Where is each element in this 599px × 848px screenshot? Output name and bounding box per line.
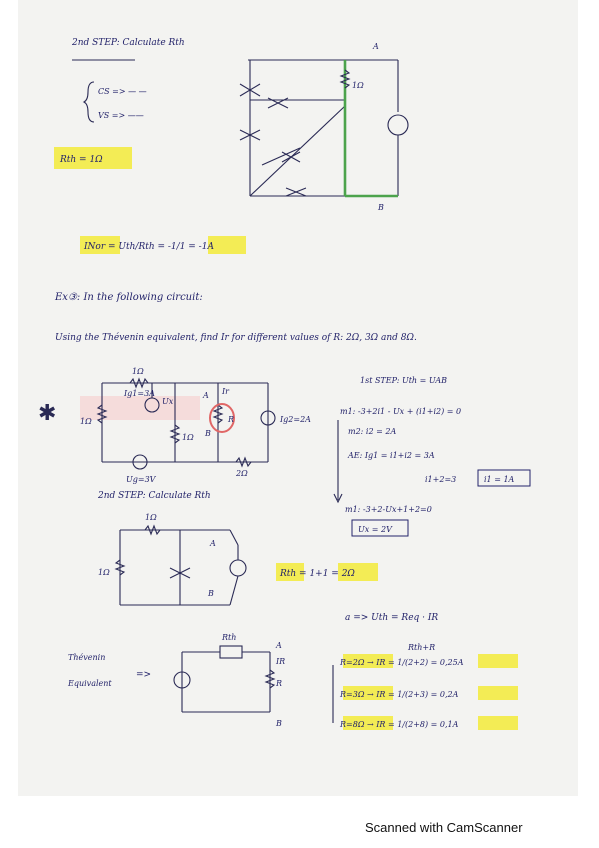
step2-title-top: 2nd STEP: Calculate Rth (71, 38, 185, 48)
source-symbol (387, 114, 409, 136)
equivalent-word: Equivalent (67, 679, 112, 688)
rth-label: Rth (221, 633, 236, 642)
vs-line: VS => —— (98, 111, 144, 120)
voltage-source (132, 454, 148, 470)
ae-eq: AE: Ig1 = i1+i2 = 3A (347, 451, 435, 460)
brace (82, 81, 95, 123)
circuit-ex3: 1Ω 1Ω Ig1=3A Ux 1Ω R Ir A B 2Ω Ig2=2A Ug… (80, 367, 311, 484)
r2-result: R=2Ω → IR = 1/(2+2) = 0,25A (339, 658, 464, 667)
vs-label: Ug=3V (126, 475, 157, 484)
inor-line: INor = Uth/Rth = -1/1 = -1A (83, 242, 214, 252)
resistor-top (129, 377, 149, 389)
resistor-left (114, 559, 126, 576)
res-mid-label: 1Ω (182, 433, 194, 442)
ir-label: IR (275, 657, 285, 666)
res-bottom-label: 2Ω (235, 469, 248, 478)
thevenin-equivalent-circuit: Rth R IR A B (173, 633, 285, 728)
resistor-left (96, 404, 108, 424)
cross-mark (239, 83, 261, 97)
r8-value-highlight (478, 716, 518, 730)
m2-eq: m2: i2 = 2A (348, 427, 396, 436)
ir-label: Ir (221, 387, 230, 396)
r3-highlight (343, 686, 393, 700)
node-a-label: A (275, 641, 282, 650)
cross-mark (281, 151, 301, 163)
ex3-statement: Using the Thévenin equivalent, find Ir f… (55, 332, 417, 343)
r8-highlight (343, 716, 393, 730)
res-top-label: 1Ω (132, 367, 144, 376)
node-a-label: A (202, 391, 209, 400)
r2-highlight (343, 654, 393, 668)
scanner-watermark: Scanned with CamScanner (365, 820, 523, 835)
node-b-label: B (275, 719, 282, 728)
i1-result: i1 = 1A (484, 475, 515, 484)
ux-result: Ux = 2V (358, 525, 393, 534)
i1-box (477, 469, 531, 487)
inor-highlight (80, 236, 120, 254)
implies-arrow: => (136, 670, 151, 680)
resistor-mid (169, 424, 181, 444)
cross-mark (169, 567, 191, 579)
removed-source (229, 559, 247, 577)
r3-result: R=3Ω → IR = 1/(2+3) = 0,2A (339, 690, 459, 699)
node-b: B (377, 203, 384, 212)
res-1ohm: 1Ω (352, 81, 364, 90)
thevenin-word: Thévenin (68, 653, 105, 662)
r-label: R (275, 679, 282, 688)
inor-value-highlight (208, 236, 246, 254)
handwritten-notes: 2nd STEP: Calculate Rth CS => — — VS => … (38, 38, 531, 730)
asterisk-icon: ✱ (38, 401, 56, 426)
rth-value-highlight (338, 563, 378, 581)
ux-label: Ux (162, 397, 174, 406)
rth-label-highlight (276, 563, 304, 581)
m1b-eq: m1: -3+2-Ux+1+2=0 (345, 505, 432, 514)
denom-label: Rth+R (407, 643, 435, 652)
step1-title: 1st STEP: Uth = UAB (360, 376, 447, 385)
r3-value-highlight (478, 686, 518, 700)
cs-line: CS => — — (98, 87, 147, 96)
ex3-title: Ex③: In the following circuit: (54, 292, 203, 303)
rth-resistor (219, 645, 243, 659)
voltage-source (173, 671, 191, 689)
resistor-bottom (235, 456, 252, 468)
node-b-label: B (204, 429, 211, 438)
ohm-law-line: a => Uth = Req · IR (345, 613, 438, 623)
step2-title: 2nd STEP: Calculate Rth (97, 491, 211, 501)
resistor (339, 69, 351, 89)
node-a: A (372, 42, 379, 51)
node-a-label: A (209, 539, 216, 548)
rth-step2: Rth = 1+1 = 2Ω (279, 569, 355, 579)
resistor-top (144, 524, 161, 536)
node-b-label: B (207, 589, 214, 598)
ae2-eq: i1+2=3 (425, 475, 456, 484)
rth-result: Rth = 1Ω (59, 155, 103, 165)
is1-label: Ig1=3A (123, 389, 155, 398)
res-left-label: 1Ω (98, 568, 110, 577)
rth-highlight (54, 147, 132, 169)
ux-box (351, 519, 409, 537)
cross-mark (239, 129, 261, 141)
current-source-2 (260, 410, 276, 426)
r-label: R (227, 415, 234, 424)
resistor-r (212, 404, 224, 424)
circuit-step2: 1Ω 1Ω A B (98, 513, 247, 606)
res-top-label: 1Ω (145, 513, 157, 522)
r2-value-highlight (478, 654, 518, 668)
cross-mark (285, 187, 307, 197)
circuit-deactivated: 1Ω A B (239, 42, 409, 212)
load-resistor (264, 669, 276, 689)
is2-label: Ig2=2A (279, 415, 311, 424)
cross-mark (267, 97, 289, 109)
res-left-label: 1Ω (80, 417, 92, 426)
m1-eq: m1: -3+2i1 - Ux + (i1+i2) = 0 (340, 407, 461, 416)
arrow-head (333, 493, 343, 504)
r8-result: R=8Ω → IR = 1/(2+8) = 0,1A (339, 720, 459, 729)
